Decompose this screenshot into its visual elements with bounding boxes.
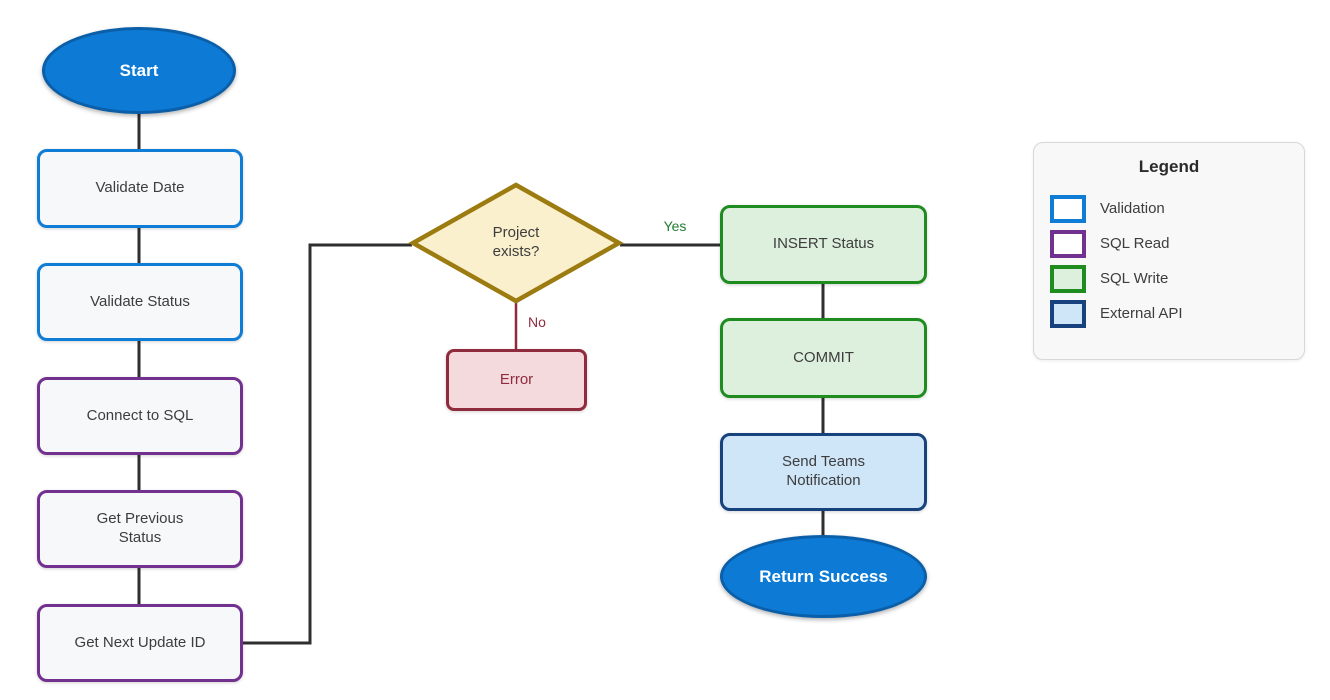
edge-label-yes: Yes (663, 218, 687, 234)
legend-label-validation: Validation (1100, 200, 1165, 217)
legend-swatch-sql-read (1050, 229, 1086, 258)
node-return-success-label: Return Success (759, 566, 888, 586)
legend-label-external-api: External API (1100, 305, 1183, 322)
legend-swatch-validation (1050, 194, 1086, 223)
node-error: Error (446, 349, 587, 411)
node-get-next-update-id-label: Get Next Update ID (74, 633, 206, 651)
node-project-exists-label: Project exists? (492, 224, 540, 260)
legend-label-sql-read: SQL Read (1100, 235, 1170, 252)
node-commit: COMMIT (720, 318, 927, 398)
legend-swatch-external-api (1050, 299, 1086, 328)
node-get-previous-status-label: Get Previous Status (96, 510, 184, 546)
node-validate-date-label: Validate Date (95, 179, 185, 197)
legend-item-sql-write: SQL Write (1050, 261, 1288, 296)
legend-panel: Legend Validation SQL Read SQL Write Ext… (1033, 142, 1305, 360)
node-project-exists-decision: Project exists? (413, 185, 619, 301)
node-send-teams-notification-label: Send Teams Notification (781, 453, 866, 489)
node-validate-date: Validate Date (37, 149, 243, 228)
legend-label-sql-write: SQL Write (1100, 270, 1169, 287)
node-start: Start (42, 27, 236, 114)
node-get-next-update-id: Get Next Update ID (37, 604, 243, 682)
node-insert-status-label: INSERT Status (772, 235, 875, 253)
node-validate-status: Validate Status (37, 263, 243, 341)
node-insert-status: INSERT Status (720, 205, 927, 284)
node-validate-status-label: Validate Status (90, 292, 190, 310)
legend-item-external-api: External API (1050, 296, 1288, 331)
legend-swatch-sql-write (1050, 264, 1086, 293)
node-start-label: Start (119, 60, 159, 80)
node-send-teams-notification: Send Teams Notification (720, 433, 927, 511)
node-error-label: Error (499, 370, 534, 388)
decision-diamond-shape (408, 182, 624, 304)
edge-label-no: No (528, 314, 546, 330)
legend-item-validation: Validation (1050, 191, 1288, 226)
node-commit-label: COMMIT (793, 348, 854, 366)
node-connect-to-sql-label: Connect to SQL (86, 406, 194, 424)
node-return-success: Return Success (720, 535, 927, 618)
node-get-previous-status: Get Previous Status (37, 490, 243, 568)
edge-get-next-diamond (241, 243, 412, 645)
legend-title: Legend (1138, 157, 1200, 176)
legend-item-sql-read: SQL Read (1050, 226, 1288, 261)
node-connect-to-sql: Connect to SQL (37, 377, 243, 455)
